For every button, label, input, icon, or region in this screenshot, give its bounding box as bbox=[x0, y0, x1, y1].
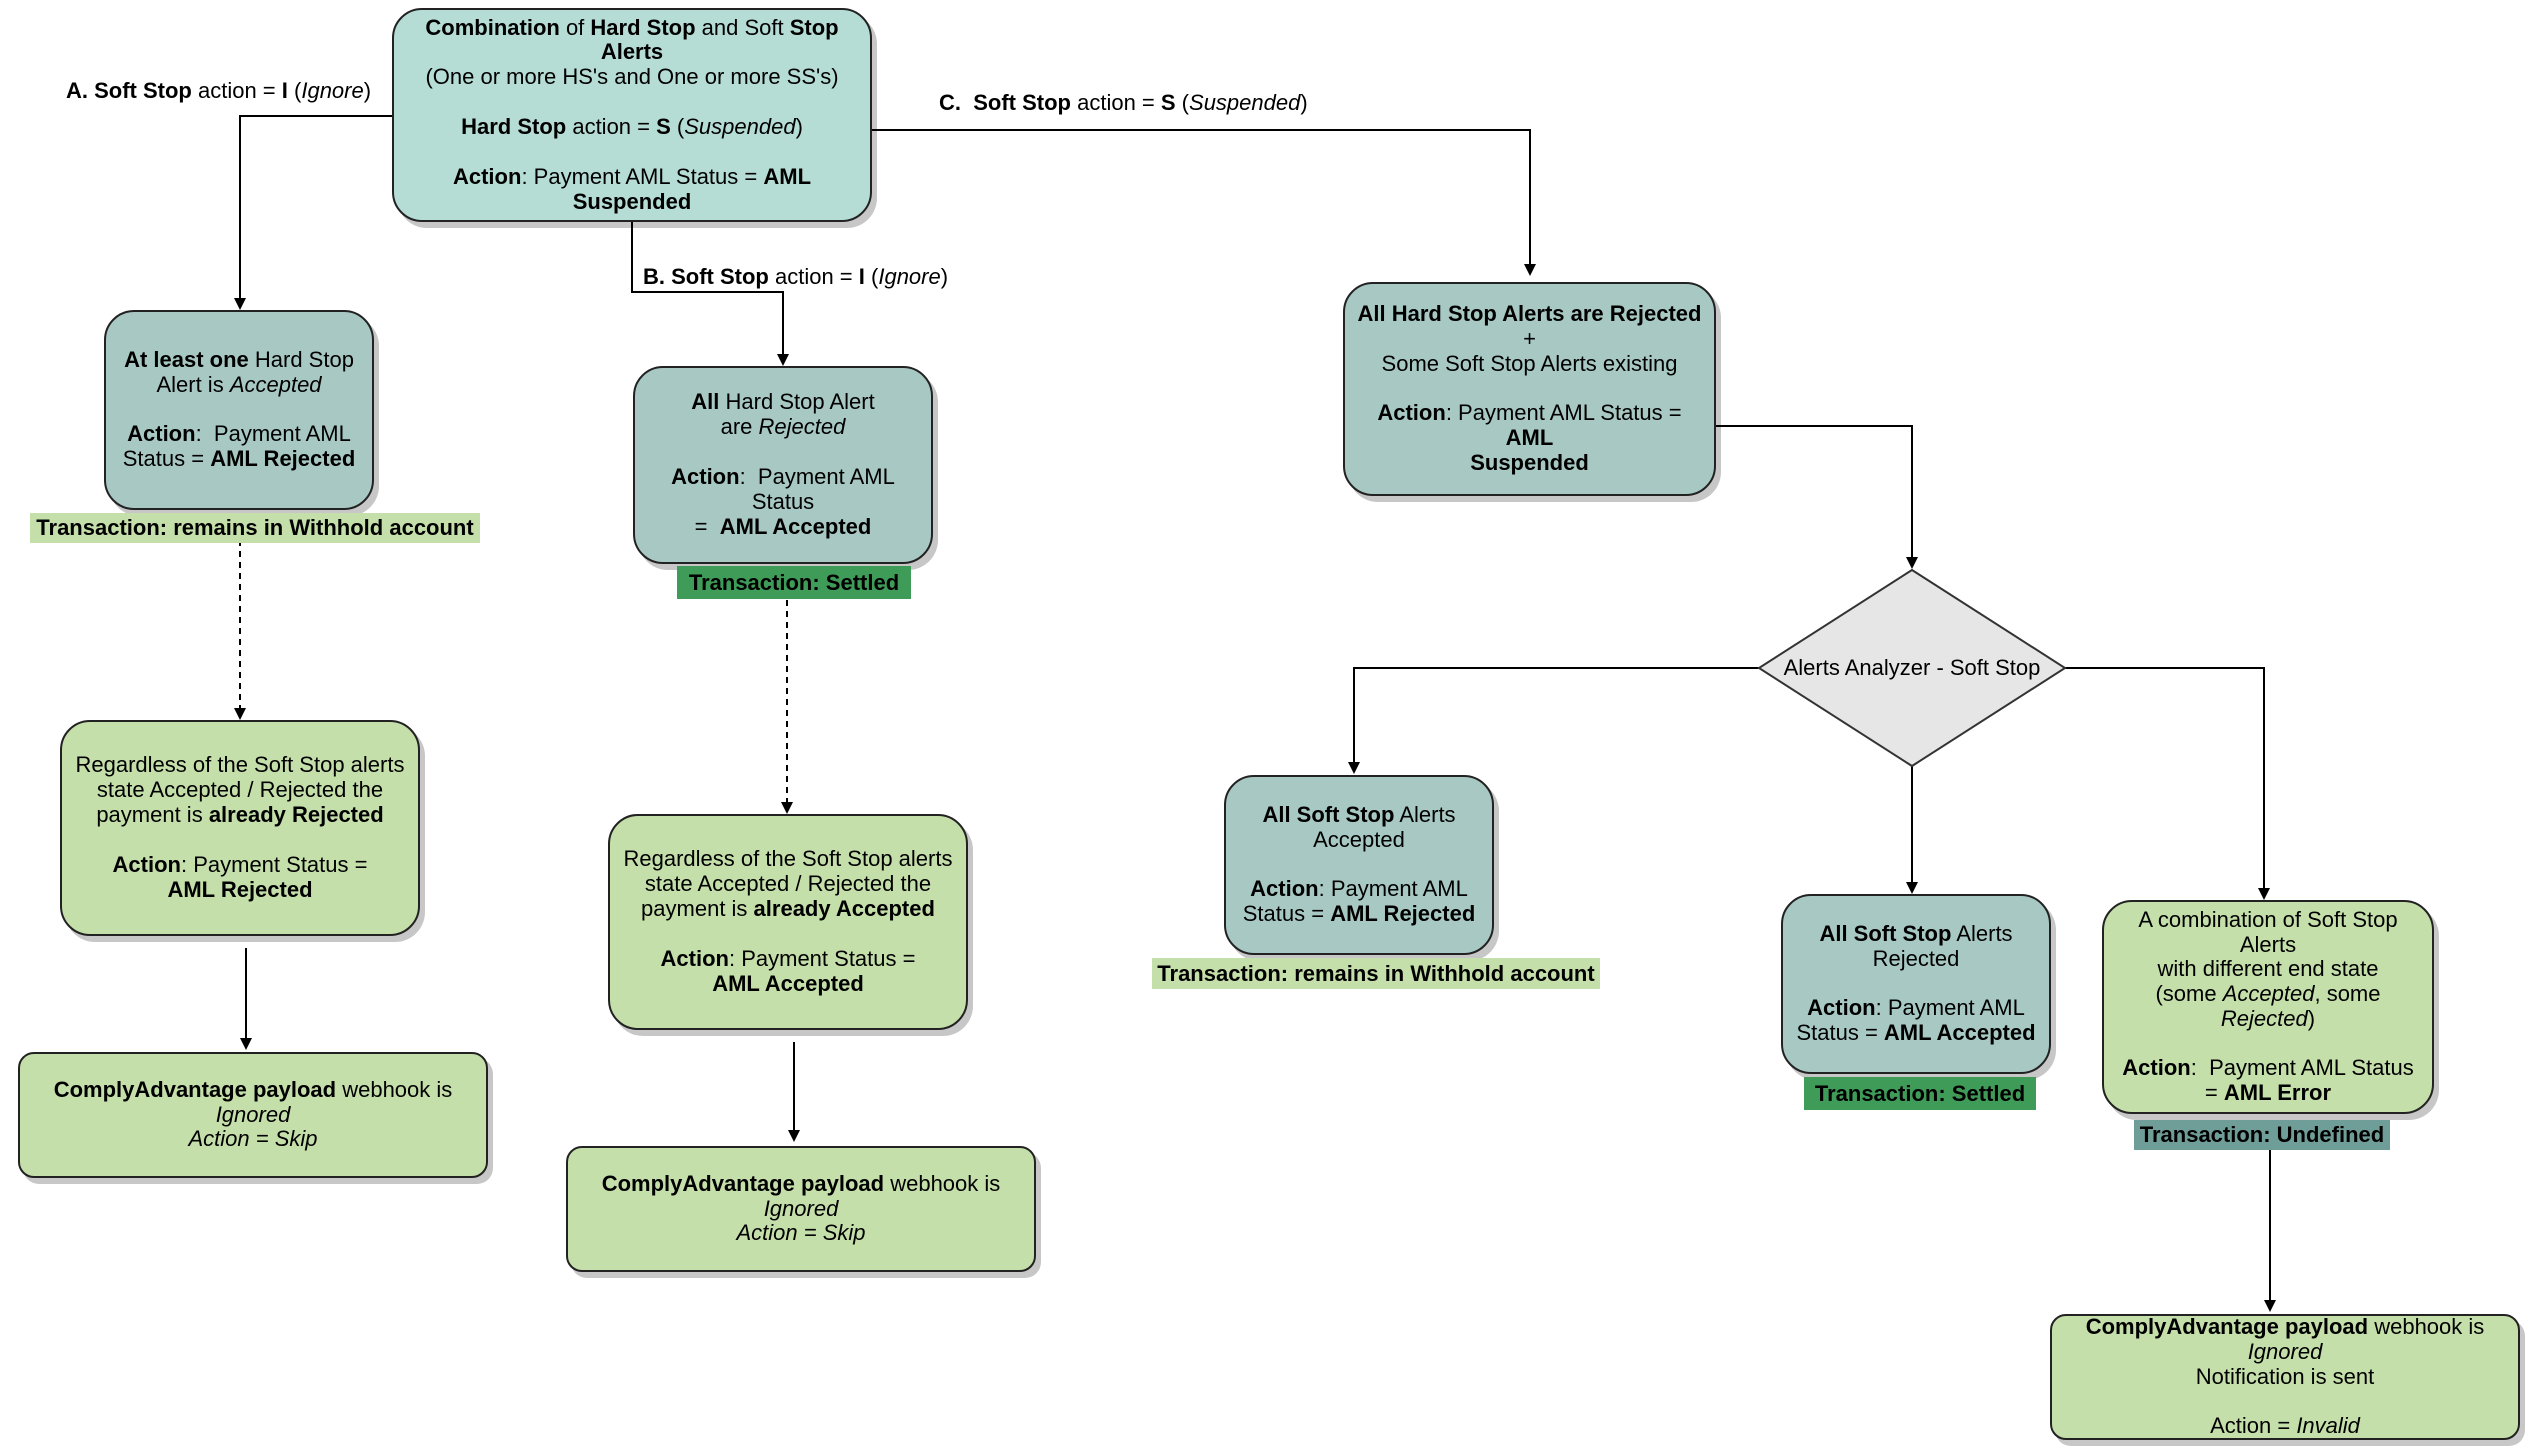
webhook-ignored-box-a: ComplyAdvantage payload webhook is Ignor… bbox=[18, 1052, 488, 1178]
mixed-soft-stop-box: A combination of Soft Stop Alerts with d… bbox=[2102, 900, 2434, 1114]
soft-stop-accepted-box: All Soft Stop Alerts Accepted Action: Pa… bbox=[1224, 775, 1494, 955]
hard-stop-rejected-box: All Hard Stop Alert are Rejected Action:… bbox=[633, 366, 933, 564]
alerts-analyzer-label: Alerts Analyzer - Soft Stop bbox=[1783, 655, 2041, 680]
edge-b bbox=[631, 222, 789, 366]
regardless-accepted-box: Regardless of the Soft Stop alerts state… bbox=[608, 814, 968, 1030]
webhook-ignored-box-b: ComplyAdvantage payload webhook is Ignor… bbox=[566, 1146, 1036, 1272]
edge-analyzer-right bbox=[2065, 667, 2270, 900]
soft-stop-rejected-box: All Soft Stop Alerts Rejected Action: Pa… bbox=[1781, 894, 2051, 1074]
edge-a bbox=[234, 115, 392, 310]
alerts-analyzer-diamond bbox=[1757, 568, 2067, 768]
edge-c bbox=[872, 129, 1536, 276]
transaction-badge-settled-c: Transaction: Settled bbox=[1804, 1077, 2036, 1110]
edge-analyzer-left bbox=[1348, 667, 1759, 774]
transaction-badge-withhold-a: Transaction: remains in Withhold account bbox=[30, 513, 480, 543]
all-hard-stop-rejected-box: All Hard Stop Alerts are Rejected + Some… bbox=[1343, 282, 1716, 496]
webhook-invalid-box: ComplyAdvantage payload webhook is Ignor… bbox=[2050, 1314, 2520, 1440]
transaction-badge-settled-b: Transaction: Settled bbox=[677, 566, 911, 599]
regardless-rejected-box: Regardless of the Soft Stop alerts state… bbox=[60, 720, 420, 936]
transaction-badge-undefined: Transaction: Undefined bbox=[2134, 1120, 2390, 1150]
edge-label-c: C. Soft Stop action = S (Suspended) bbox=[939, 90, 1308, 115]
hard-stop-accepted-box: At least one Hard Stop Alert is Accepted… bbox=[104, 310, 374, 510]
edge-label-a: A. Soft Stop action = I (Ignore) bbox=[66, 78, 372, 103]
combination-box: Combination of Hard Stop and Soft Stop A… bbox=[392, 8, 872, 222]
edge-c-analyzer bbox=[1716, 425, 1918, 569]
edge-label-b: B. Soft Stop action = I (Ignore) bbox=[643, 264, 949, 289]
transaction-badge-withhold-c: Transaction: remains in Withhold account bbox=[1152, 958, 1600, 989]
